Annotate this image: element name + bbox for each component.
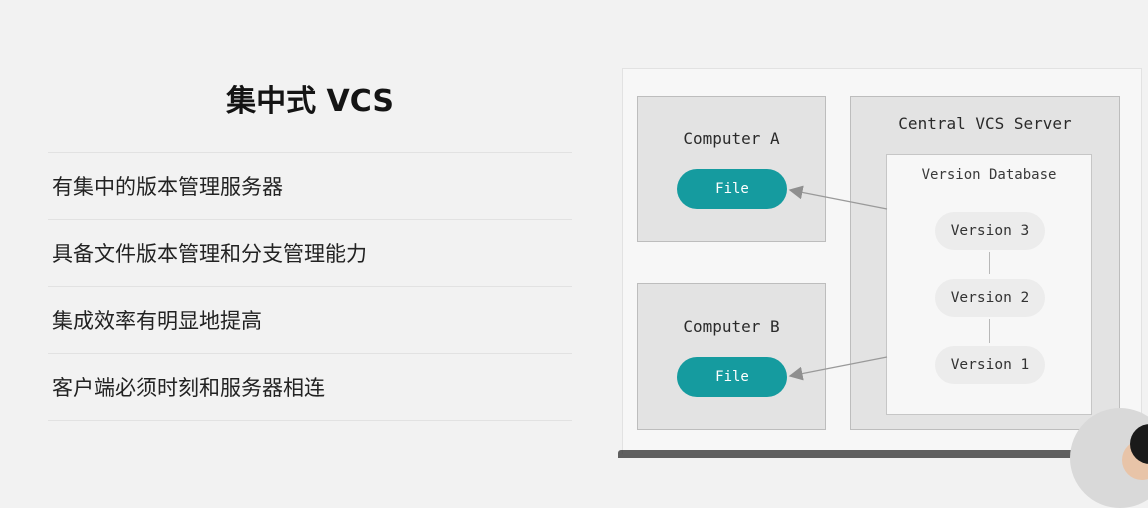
- bottom-bar: [618, 450, 1088, 458]
- slide-title: 集中式 VCS: [226, 84, 394, 119]
- version-database-label: Version Database: [921, 167, 1057, 183]
- central-server-label: Central VCS Server: [898, 114, 1072, 133]
- bullet-list: 有集中的版本管理服务器 具备文件版本管理和分支管理能力 集成效率有明显地提高 客…: [48, 152, 572, 421]
- bullet-item: 集成效率有明显地提高: [48, 286, 572, 353]
- bullet-item: 客户端必须时刻和服务器相连: [48, 353, 572, 421]
- version-2-node: Version 2: [935, 279, 1045, 317]
- version-link: [989, 252, 990, 274]
- arrow-to-computer-a: [788, 185, 888, 210]
- sync-arrows: [788, 185, 888, 381]
- computer-b-box: Computer B: [637, 283, 826, 430]
- bullet-item: 有集中的版本管理服务器: [48, 152, 572, 219]
- slide: 集中式 VCS 有集中的版本管理服务器 具备文件版本管理和分支管理能力 集成效率…: [48, 68, 1148, 508]
- version-1-node: Version 1: [935, 346, 1045, 384]
- arrow-to-computer-b: [788, 356, 888, 381]
- version-database: Version Database Version 3 Version 2 Ver…: [886, 154, 1092, 415]
- computer-a-box: Computer A: [637, 96, 826, 242]
- version-3-node: Version 3: [935, 212, 1045, 250]
- bullet-item: 具备文件版本管理和分支管理能力: [48, 219, 572, 286]
- computer-a-label: Computer A: [683, 129, 780, 148]
- computer-b-file: File: [677, 357, 787, 397]
- computer-b-label: Computer B: [683, 317, 780, 336]
- presenter-hair: [1130, 424, 1148, 464]
- version-link: [989, 319, 990, 343]
- computer-a-file: File: [677, 169, 787, 209]
